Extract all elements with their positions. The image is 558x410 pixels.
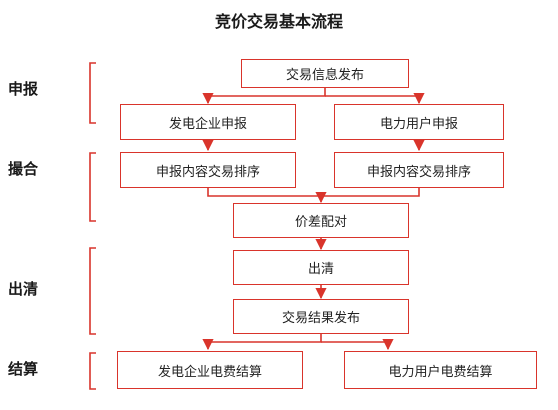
bracket-clear <box>89 247 96 335</box>
stage-label-settle: 结算 <box>8 360 39 378</box>
arrow-sorts-to-match <box>207 188 420 197</box>
stage-label-clear: 出清 <box>8 280 39 298</box>
arrow-info-to-gen <box>202 87 326 105</box>
box-clearing: 出清 <box>233 250 409 285</box>
box-user-sort: 申报内容交易排序 <box>334 152 504 188</box>
box-info-release: 交易信息发布 <box>241 59 409 88</box>
arrow-result-to-settle <box>202 334 322 351</box>
bracket-settle <box>89 352 96 390</box>
arrow-info-to-user <box>325 92 425 105</box>
box-gen-declare: 发电企业申报 <box>120 104 296 140</box>
diagram-title: 竞价交易基本流程 <box>214 12 343 31</box>
box-price-match: 价差配对 <box>233 203 409 238</box>
box-gen-sort: 申报内容交易排序 <box>120 152 296 188</box>
box-result-release: 交易结果发布 <box>233 299 409 334</box>
bracket-declare <box>89 62 96 124</box>
box-user-declare: 电力用户申报 <box>334 104 504 140</box>
box-user-settle: 电力用户电费结算 <box>344 351 537 389</box>
stage-label-match: 撮合 <box>8 160 39 178</box>
bracket-match <box>89 152 96 222</box>
stage-label-declare: 申报 <box>8 80 39 98</box>
box-gen-settle: 发电企业电费结算 <box>117 351 303 389</box>
